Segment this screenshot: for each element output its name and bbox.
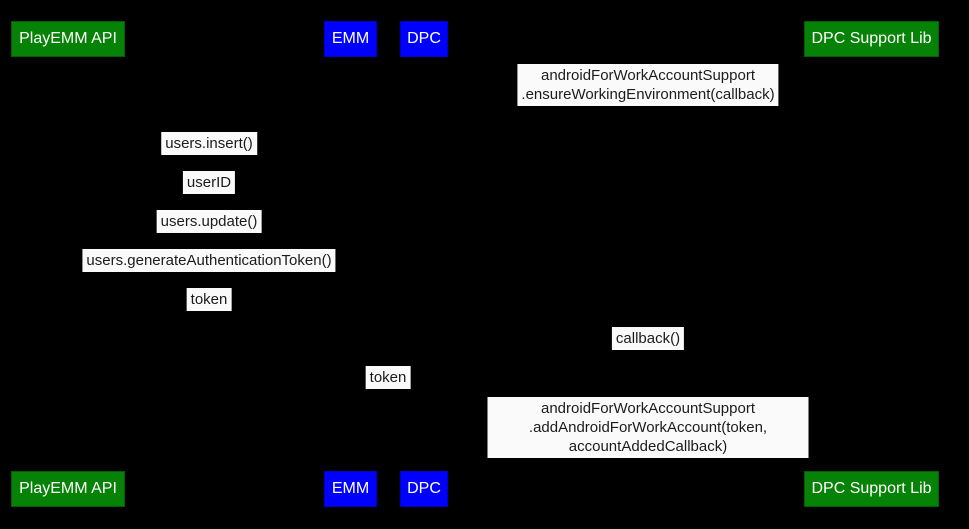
- participant-dpc-bottom: DPC: [400, 471, 448, 507]
- message-users-insert: users.insert(): [161, 132, 257, 155]
- participant-emm-top: EMM: [324, 21, 377, 57]
- message-userid: userID: [182, 171, 236, 194]
- message-generate-authentication-token: users.generateAuthenticationToken(): [82, 249, 336, 272]
- participant-dpc-support-lib-bottom: DPC Support Lib: [804, 471, 939, 507]
- message-ensure-working-environment: androidForWorkAccountSupport .ensureWork…: [517, 64, 779, 106]
- message-callback: callback(): [611, 327, 685, 350]
- message-users-update: users.update(): [156, 210, 262, 233]
- participant-playemm-api-bottom: PlayEMM API: [11, 471, 125, 507]
- message-token-to-emm: token: [186, 288, 232, 311]
- message-add-android-for-work-account: androidForWorkAccountSupport .addAndroid…: [487, 397, 809, 458]
- participant-dpc-support-lib-top: DPC Support Lib: [804, 21, 939, 57]
- participant-dpc-top: DPC: [400, 21, 448, 57]
- participant-emm-bottom: EMM: [324, 471, 377, 507]
- participant-playemm-api-top: PlayEMM API: [11, 21, 125, 57]
- message-token-to-dpc: token: [365, 366, 411, 389]
